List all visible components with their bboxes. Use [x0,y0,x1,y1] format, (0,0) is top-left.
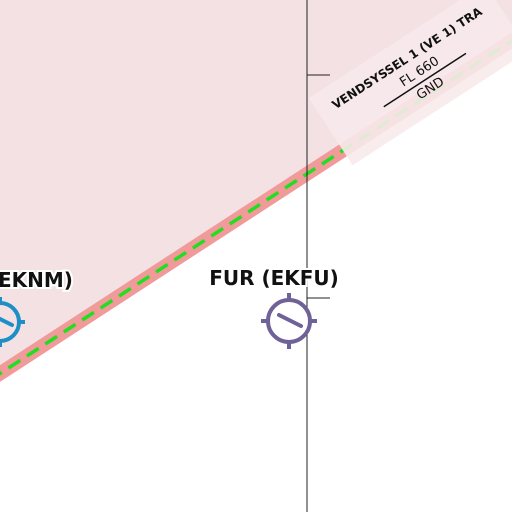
aerodrome-icon[interactable] [261,293,317,349]
airfield-label-ekfu: FUR (EKFU) [209,266,339,290]
airspace-label: VENDSYSSEL 1 (VE 1) TRA FL 660 GND [308,0,512,166]
airfield-label-eknm: EKNM) [0,268,73,292]
aerodrome-icon[interactable] [0,297,25,347]
airspace-limit-divider [383,52,467,108]
airspace-label-background [308,0,512,166]
